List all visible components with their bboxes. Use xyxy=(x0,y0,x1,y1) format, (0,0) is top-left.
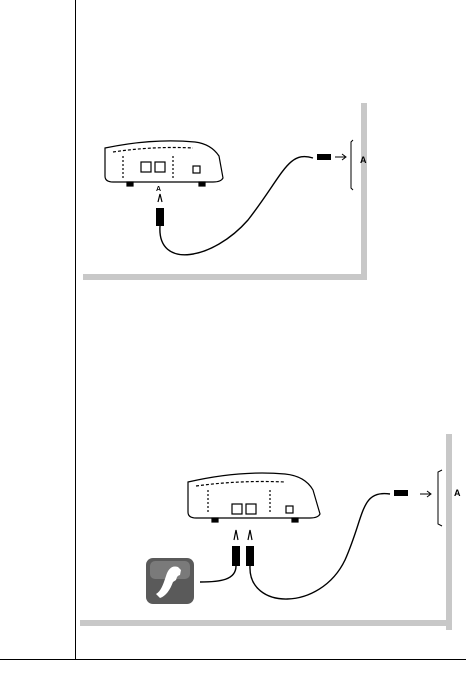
figure-connect-phone-and-line: A xyxy=(80,430,460,630)
device-port-label: A xyxy=(156,186,161,193)
bottom-rule xyxy=(0,659,466,660)
wall-socket-label: A xyxy=(360,155,367,165)
figure-connect-line: A A xyxy=(83,100,373,282)
plug-wall-end xyxy=(317,154,346,160)
wall-socket-label: A xyxy=(454,488,461,498)
frame-bottom xyxy=(83,274,367,280)
base-station-device xyxy=(188,473,320,522)
figure-1-drawing xyxy=(83,100,373,282)
left-margin-rule xyxy=(75,0,76,660)
frame-right xyxy=(446,434,452,630)
plug-device-end xyxy=(156,194,164,226)
frame-bottom xyxy=(80,620,452,626)
figure-2-drawing xyxy=(80,430,460,630)
plug-phone-end xyxy=(232,530,240,566)
base-station-device xyxy=(105,141,223,186)
phone-handset-icon xyxy=(146,558,194,604)
frame-right xyxy=(361,103,367,280)
plug-line-end xyxy=(246,530,254,566)
plug-wall-end xyxy=(394,490,431,497)
phone-to-base-cable xyxy=(200,566,236,582)
wall-socket xyxy=(351,140,353,190)
wall-socket xyxy=(438,470,442,526)
